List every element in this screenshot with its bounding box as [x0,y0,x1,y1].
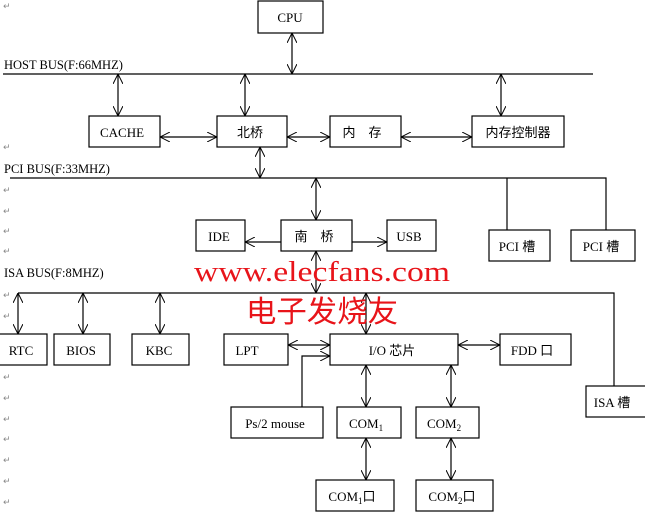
isa-bus-line [18,292,615,386]
paragraph-mark-icon: ↵ [3,477,11,487]
connection-arrows [18,33,501,480]
node-io-chip: I/O 芯片 [329,333,459,366]
paragraph-mark-icon: ↵ [3,291,11,301]
usb-label: USB [396,229,422,244]
memory-label: 内 存 [342,125,381,140]
com2-port-base: COM [428,489,458,504]
kbc-label: KBC [146,343,173,358]
node-cpu: CPU [257,0,324,34]
paragraph-mark-icon: ↵ [3,373,11,383]
cache-label: CACHE [100,125,144,140]
node-lpt: LPT [223,333,289,366]
paragraph-mark-icon: ↵ [3,456,11,466]
node-north-bridge: 北桥 [216,115,288,148]
com1-port-suffix: 口 [363,489,376,504]
lpt-label: LPT [235,343,258,358]
paragraph-marks: ↵ ↵ ↵ ↵ ↵ ↵ ↵ ↵ ↵ ↵ ↵ ↵ ↵ ↵ ↵ [3,2,11,508]
node-pci-slot-1: PCI 槽 [488,229,551,262]
fdd-port-label: FDD 口 [511,343,553,358]
isa-slot-label: ISA 槽 [594,395,630,410]
node-isa-slot: ISA 槽 [585,385,645,418]
node-com2-port: COM2口 [415,479,494,512]
com2-subscript: 2 [457,423,462,433]
watermark-url: www.elecfans.com [194,257,450,288]
com2-port-suffix: 口 [463,489,476,504]
node-usb: USB [386,219,437,252]
ide-label: IDE [208,229,230,244]
pci-bus-line [10,177,607,230]
paragraph-mark-icon: ↵ [3,312,11,322]
com1-port-base: COM [328,489,358,504]
paragraph-mark-icon: ↵ [3,394,11,404]
bios-label: BIOS [66,343,96,358]
io-chip-label: I/O 芯片 [369,343,416,358]
pci-slot-2-label: PCI 槽 [583,239,619,254]
paragraph-mark-icon: ↵ [3,415,11,425]
ps2-mouse-label: Ps/2 mouse [245,416,305,431]
node-fdd-port: FDD 口 [499,333,572,366]
north-bridge-label: 北桥 [237,125,263,140]
memory-controller-label: 内存控制器 [485,125,550,140]
com1-subscript: 1 [379,423,384,433]
pci-bus-label: PCI BUS(F:33MHZ) [4,162,110,176]
com1-port-subscript: 1 [358,496,363,506]
node-bios: BIOS [53,333,111,366]
node-memory-controller: 内存控制器 [471,115,565,148]
node-com2: COM2 [415,406,480,439]
paragraph-mark-icon: ↵ [3,227,11,237]
watermark-site-name: 电子发烧友 [246,295,398,330]
node-kbc: KBC [131,333,190,366]
node-cache: CACHE [88,115,161,148]
paragraph-mark-icon: ↵ [3,498,11,508]
cpu-label: CPU [277,10,303,25]
ps2-io-arrow [301,356,330,407]
node-com1-port: COM1口 [315,479,395,512]
com2-port-subscript: 2 [458,496,463,506]
host-bus-label: HOST BUS(F:66MHZ) [4,58,123,72]
paragraph-mark-icon: ↵ [3,2,11,12]
node-memory: 内 存 [329,115,402,148]
paragraph-mark-icon: ↵ [3,207,11,217]
paragraph-mark-icon: ↵ [3,143,11,153]
pci-slot-1-label: PCI 槽 [499,239,535,254]
node-ps2-mouse: Ps/2 mouse [230,406,324,439]
node-com1: COM1 [336,406,402,439]
south-bridge-label: 南 桥 [294,229,333,244]
com2-base: COM [427,416,457,431]
paragraph-mark-icon: ↵ [3,247,11,257]
node-ide: IDE [195,219,246,252]
paragraph-mark-icon: ↵ [3,435,11,445]
node-rtc: RTC [0,333,48,366]
com1-base: COM [349,416,379,431]
com2-port-label: COM2口 [428,489,475,506]
com2-label: COM2 [427,416,461,433]
com1-port-label: COM1口 [328,489,375,506]
node-south-bridge: 南 桥 [280,219,353,252]
rtc-label: RTC [9,343,34,358]
paragraph-mark-icon: ↵ [3,186,11,196]
node-pci-slot-2: PCI 槽 [570,229,636,262]
com1-label: COM1 [349,416,383,433]
isa-bus-label: ISA BUS(F:8MHZ) [4,266,104,280]
